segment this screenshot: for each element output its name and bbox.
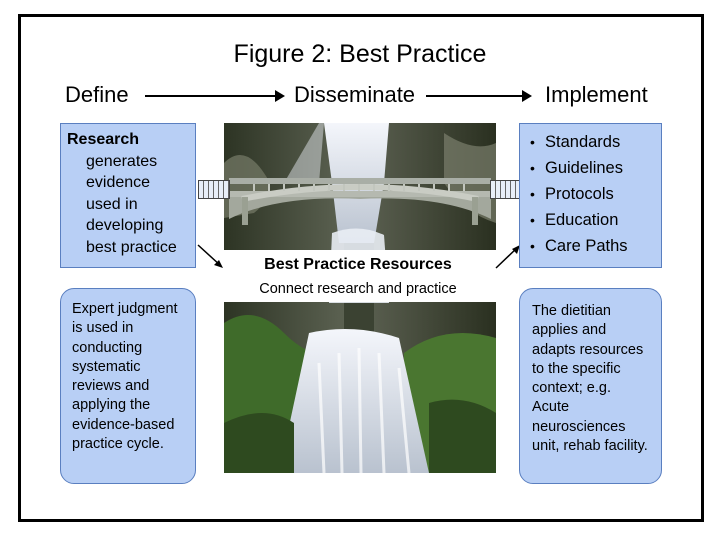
dietitian-line: The dietitian xyxy=(532,303,611,319)
arrow-define-to-disseminate xyxy=(145,90,285,102)
best-practice-resources-band: Best Practice Resources Connect research… xyxy=(196,250,520,302)
right-bridge-connector xyxy=(490,180,522,199)
arrow-disseminate-to-implement xyxy=(426,90,532,102)
define-research-box: Research generates evidence used in deve… xyxy=(60,123,196,268)
resources-title: Best Practice Resources xyxy=(264,256,452,273)
research-line: generates xyxy=(86,152,158,170)
expert-line: conducting xyxy=(72,339,143,356)
expert-line: applying the xyxy=(72,397,151,414)
dietitian-line: context; e.g. xyxy=(532,380,611,397)
dietitian-line: applies and xyxy=(532,322,607,339)
dietitian-box: The dietitian applies and adapts resourc… xyxy=(519,288,662,484)
resources-subtitle: Connect research and practice xyxy=(259,281,457,297)
expert-line: reviews and xyxy=(72,378,150,395)
dietitian-line: to the specific xyxy=(532,360,621,377)
expert-line: Expert judgment xyxy=(72,301,178,317)
implement-item: Care Paths xyxy=(530,233,661,259)
implement-item: Education xyxy=(530,207,661,233)
dietitian-line: Acute xyxy=(532,399,570,416)
stage-disseminate: Disseminate xyxy=(294,82,416,107)
implement-list-box: Standards Guidelines Protocols Education… xyxy=(519,123,662,268)
research-lead: Research xyxy=(67,131,140,148)
left-bridge-connector xyxy=(198,180,230,199)
implement-item: Protocols xyxy=(530,181,661,207)
stage-define: Define xyxy=(65,82,129,107)
expert-line: evidence-based xyxy=(72,416,175,433)
stage-implement: Implement xyxy=(545,82,648,107)
research-line: developing xyxy=(86,217,164,234)
research-line: used in xyxy=(86,195,138,213)
expert-line: practice cycle. xyxy=(72,436,164,453)
implement-item: Guidelines xyxy=(530,155,661,181)
research-line: evidence xyxy=(86,174,151,191)
expert-line: is used in xyxy=(72,320,134,337)
figure-title: Figure 2: Best Practice xyxy=(233,40,487,68)
research-line: best practice xyxy=(86,238,177,256)
dietitian-line: adapts resources xyxy=(532,341,644,358)
dietitian-line: neurosciences xyxy=(532,418,626,435)
dietitian-line: unit, rehab facility. xyxy=(532,438,648,455)
implement-item: Standards xyxy=(530,129,661,155)
expert-judgment-box: Expert judgment is used in conducting sy… xyxy=(60,288,196,484)
expert-line: systematic xyxy=(72,358,141,375)
